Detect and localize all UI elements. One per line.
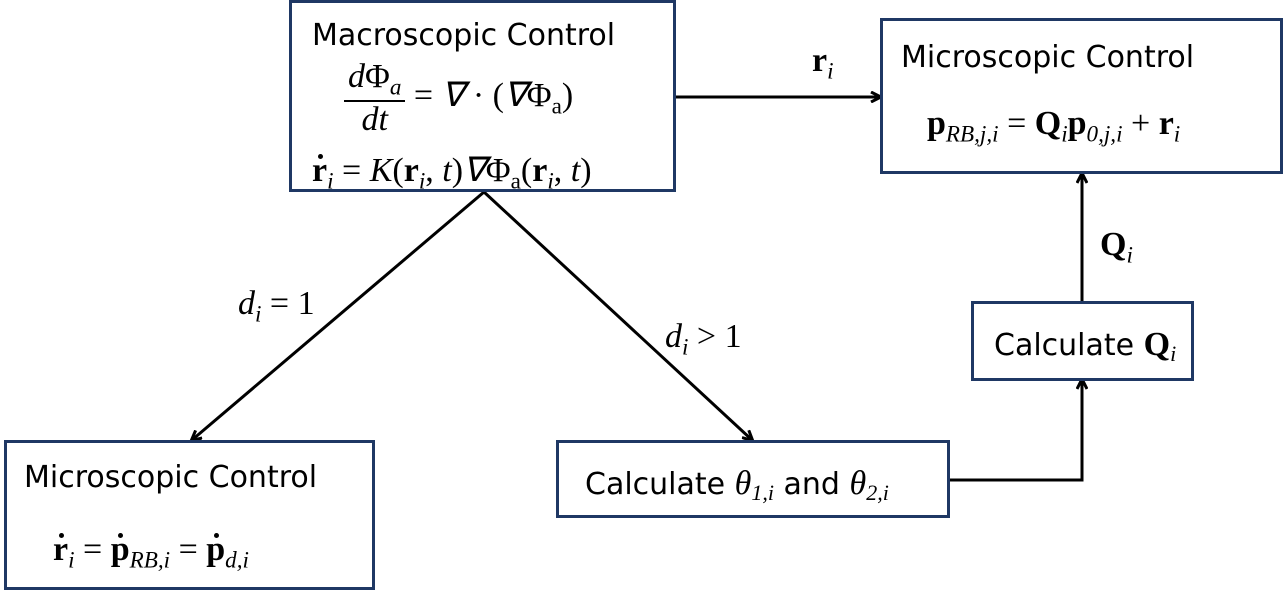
micro-bottom-equation: ri = pRB,i = pd,i: [53, 531, 249, 574]
calculate-theta-box: Calculate θ1,i and θ2,i: [556, 440, 950, 518]
arrow-macro-to-micro-bottom: [192, 190, 485, 440]
edge-label-d-eq-1: di = 1: [238, 285, 315, 328]
calculate-q-text: Calculate Qi: [994, 326, 1177, 366]
edge-label-r-i: ri: [812, 42, 834, 85]
dphi-dt-fraction: dΦa dt: [344, 59, 406, 137]
microscopic-control-top-box: Microscopic Control pRB,j,i = Qip0,j,i +…: [880, 18, 1283, 174]
arrow-calc-theta-to-calc-q: [950, 380, 1082, 482]
arrow-macro-to-calc-theta: [482, 190, 752, 440]
edge-label-q-i: Qi: [1100, 226, 1133, 269]
edge-label-d-gt-1: di > 1: [665, 318, 742, 361]
microscopic-control-bottom-box: Microscopic Control ri = pRB,i = pd,i: [4, 440, 375, 590]
micro-top-equation: pRB,j,i = Qip0,j,i + ri: [927, 105, 1181, 148]
macro-equation-2: ri = K(ri, t)∇Φa(ri, t): [312, 152, 592, 195]
microscopic-control-top-title: Microscopic Control: [901, 40, 1195, 75]
macroscopic-control-title: Macroscopic Control: [312, 18, 616, 53]
calculate-q-box: Calculate Qi: [971, 301, 1194, 381]
calculate-theta-text: Calculate θ1,i and θ2,i: [585, 465, 889, 505]
macro-equation-1: dΦa dt = ∇ · (∇Φa): [344, 59, 573, 137]
microscopic-control-bottom-title: Microscopic Control: [24, 460, 318, 495]
macroscopic-control-box: Macroscopic Control dΦa dt = ∇ · (∇Φa) r…: [289, 0, 676, 195]
